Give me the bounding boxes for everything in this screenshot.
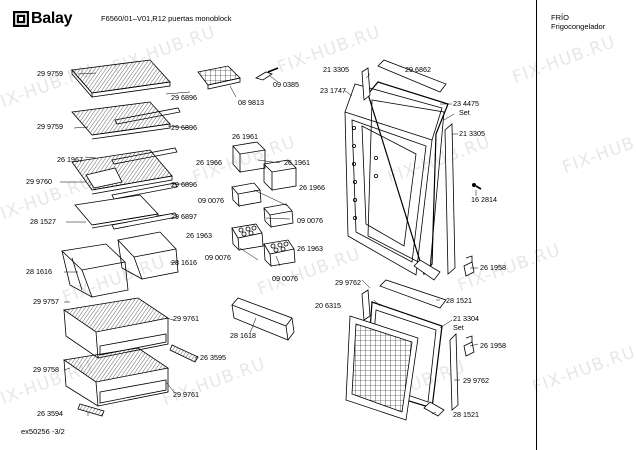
freezer-hinge-strip-right [449, 333, 459, 411]
part-label: 28 1616 [26, 267, 52, 276]
hinge-strip-right [444, 123, 456, 275]
part-label: 26 1958 [480, 263, 506, 272]
part-label: Set [459, 108, 470, 117]
freezer-basket-lower [62, 347, 170, 407]
freezer-basket-upper [62, 297, 170, 359]
part-label: 26 1963 [186, 231, 212, 240]
shelf-trim [111, 212, 178, 230]
door-clip-lower [463, 335, 475, 357]
wire-shelf-top [71, 59, 171, 99]
subcategory-label: Frigocongelador [551, 22, 606, 31]
fridge-door [344, 83, 443, 276]
crisper-right [117, 231, 179, 280]
part-label: 26 3594 [37, 409, 63, 418]
door-top-cap [377, 59, 447, 93]
part-label: 28 1527 [30, 217, 56, 226]
part-label: 29 9762 [463, 376, 489, 385]
egg-tray-b [263, 239, 296, 268]
butter-box-a [232, 141, 266, 174]
leader-lines [60, 72, 479, 416]
part-label: 26 1966 [299, 183, 325, 192]
brand-logo: Balay [13, 9, 73, 27]
part-label: 29 6896 [171, 123, 197, 132]
part-label: 29 9761 [173, 314, 199, 323]
part-label: 26 1967 [57, 155, 83, 164]
part-label: 09 0385 [273, 80, 299, 89]
door-bin-small-b [263, 203, 294, 229]
part-label: 21 3305 [459, 129, 485, 138]
door-bottom-cap [413, 259, 441, 281]
part-label: 26 1958 [480, 341, 506, 350]
column-divider [536, 0, 537, 450]
part-label: 29 9762 [335, 278, 361, 287]
basket-runner-left [77, 403, 105, 417]
part-label: 29 9759 [37, 122, 63, 131]
door-bin-small-a [231, 182, 262, 208]
part-label: 28 1521 [453, 410, 479, 419]
part-label: 23 4475 [453, 99, 479, 108]
model-title: F6560/01–V01,R12 puertas monoblock [101, 14, 232, 23]
wire-shelf-middle [71, 101, 171, 140]
part-label: 29 9761 [173, 390, 199, 399]
part-label: 20 6315 [315, 301, 341, 310]
part-label: 26 1963 [297, 244, 323, 253]
basket-runner-right [169, 344, 199, 363]
part-label: 28 1618 [230, 331, 256, 340]
part-label: 26 1966 [196, 158, 222, 167]
brand-name: Balay [31, 9, 73, 27]
part-label: 26 3595 [200, 353, 226, 362]
ice-tray [197, 65, 241, 90]
part-label: 26 1961 [232, 132, 258, 141]
freezer-door-top-cap [379, 279, 447, 309]
part-label: 21 3305 [323, 65, 349, 74]
part-label: 21 3304 [453, 314, 479, 323]
part-label: 09 0076 [272, 274, 298, 283]
part-label: 29 6896 [171, 180, 197, 189]
brand-logo-icon [13, 10, 29, 27]
category-label: FRÍO [551, 13, 569, 22]
door-clip-upper [463, 255, 475, 277]
part-label: 09 0076 [297, 216, 323, 225]
part-label: Set [453, 323, 464, 332]
freezer-hinge-strip [361, 289, 371, 321]
part-label: 29 9757 [33, 297, 59, 306]
part-label: 29 9759 [37, 69, 63, 78]
part-label: 09 0076 [205, 253, 231, 262]
part-label: 29 6897 [171, 212, 197, 221]
freezer-bottom-cap [423, 401, 445, 417]
egg-tray-a [231, 223, 264, 252]
shelf-trim [111, 182, 178, 200]
drawing-code: ex50256 -3/2 [21, 427, 65, 436]
part-label: 26 1961 [284, 158, 310, 167]
wire-shelf-lower [71, 149, 173, 195]
part-label: 29 9758 [33, 365, 59, 374]
bottle-rack [231, 297, 295, 341]
screw-icon [471, 182, 482, 190]
crisper-left [61, 243, 129, 298]
ice-scraper [255, 67, 279, 81]
part-label: 29 9760 [26, 177, 52, 186]
part-label: 28 1616 [171, 258, 197, 267]
butter-box-b [263, 159, 297, 191]
part-label: 09 0076 [198, 196, 224, 205]
part-label: 16 2814 [471, 195, 497, 204]
part-label: 08 9813 [238, 98, 264, 107]
part-label: 29 6862 [405, 65, 431, 74]
part-label: 23 1747 [320, 86, 346, 95]
freezer-door-panel [345, 315, 419, 421]
part-label: 29 6896 [171, 93, 197, 102]
part-label: 28 1521 [446, 296, 472, 305]
